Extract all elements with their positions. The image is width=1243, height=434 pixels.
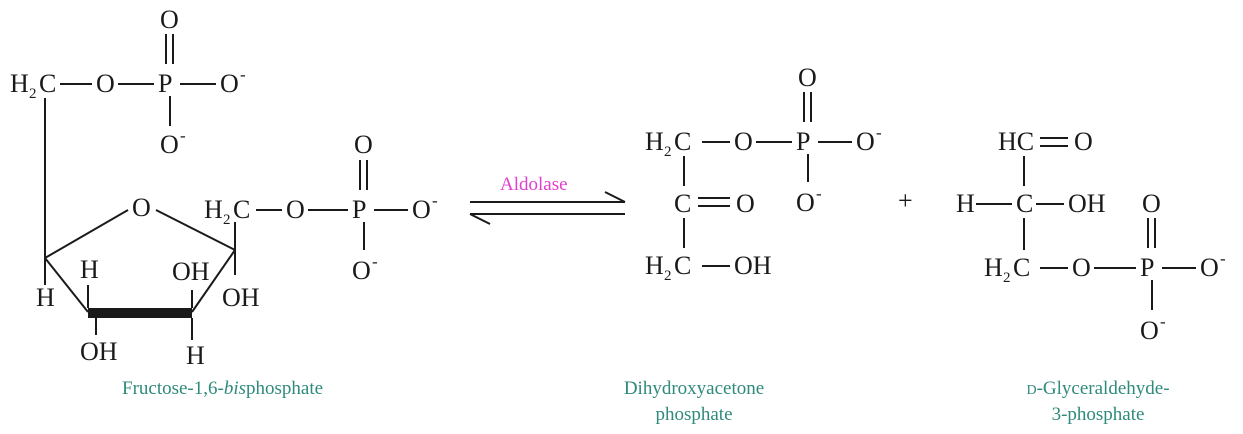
dhap-structure: H 2 C O P O O - O - C O H 2 C OH bbox=[645, 63, 882, 284]
hydroxyl-group: OH bbox=[172, 257, 210, 286]
ch2-c: C bbox=[674, 127, 691, 156]
hydrogen-atom: H bbox=[186, 341, 205, 370]
ch2-c: C bbox=[39, 69, 56, 98]
ch2-h: H bbox=[645, 127, 664, 156]
hydroxyl-group: OH bbox=[80, 337, 118, 366]
oxygen-atom: O bbox=[1140, 316, 1159, 345]
negative-charge: - bbox=[1220, 249, 1226, 268]
oxygen-atom: O bbox=[1200, 253, 1219, 282]
oxygen-atom: O bbox=[1072, 253, 1091, 282]
negative-charge: - bbox=[816, 184, 822, 203]
oxygen-atom: O bbox=[160, 130, 179, 159]
oxygen-atom: O bbox=[96, 69, 115, 98]
ch2-subscript: 2 bbox=[29, 86, 37, 102]
hydroxyl-group: OH bbox=[734, 251, 772, 280]
oxygen-atom: O bbox=[1142, 189, 1161, 218]
oxygen-atom: O bbox=[1074, 127, 1093, 156]
fructose-bisphosphate-structure: H 2 C O P O O - O - O H H OH OH bbox=[10, 5, 438, 370]
g3p-label-line2: 3-phosphate bbox=[1052, 404, 1145, 425]
ch2-h: H bbox=[984, 253, 1003, 282]
ring-oxygen-atom: O bbox=[132, 193, 151, 222]
ch2-subscript: 2 bbox=[664, 144, 672, 160]
oxygen-atom: O bbox=[734, 127, 753, 156]
oxygen-atom: O bbox=[856, 127, 875, 156]
enzyme-label: Aldolase bbox=[500, 174, 568, 195]
ring-bold-bond bbox=[88, 308, 192, 318]
hydrogen-atom: H bbox=[80, 255, 99, 284]
ring-bond bbox=[155, 209, 236, 251]
negative-charge: - bbox=[372, 252, 378, 271]
ring-bond bbox=[44, 257, 89, 313]
ring-bond bbox=[191, 249, 236, 313]
negative-charge: - bbox=[1160, 312, 1166, 331]
equilibrium-arrows: Aldolase bbox=[469, 174, 626, 225]
ch2-subscript: 2 bbox=[1003, 270, 1011, 286]
dhap-label-line2: phosphate bbox=[655, 404, 732, 425]
phosphorus-atom: P bbox=[796, 127, 810, 156]
hydrogen-atom: H bbox=[36, 283, 55, 312]
ring-bond bbox=[44, 209, 129, 259]
ch2-h: H bbox=[10, 69, 29, 98]
ch2-h: H bbox=[645, 251, 664, 280]
oxygen-atom: O bbox=[798, 63, 817, 92]
oxygen-atom: O bbox=[796, 188, 815, 217]
fructose-label: Fructose-1,6-bisphosphate bbox=[122, 378, 323, 399]
negative-charge: - bbox=[180, 126, 186, 145]
carbon-atom: C bbox=[1016, 189, 1033, 218]
oxygen-atom: O bbox=[160, 5, 179, 34]
phosphorus-atom: P bbox=[352, 195, 366, 224]
plus-sign: + bbox=[898, 186, 913, 215]
oxygen-atom: O bbox=[286, 195, 305, 224]
oxygen-atom: O bbox=[352, 256, 371, 285]
hydrogen-atom: H bbox=[956, 189, 975, 218]
g3p-structure: HC O H C OH H 2 C O P O O - O - bbox=[956, 127, 1226, 345]
negative-charge: - bbox=[876, 123, 882, 142]
ch2-h: H bbox=[204, 195, 223, 224]
hydroxyl-group: OH bbox=[222, 283, 260, 312]
ch2-c: C bbox=[233, 195, 250, 224]
ch2-subscript: 2 bbox=[664, 268, 672, 284]
hydroxyl-group: OH bbox=[1068, 189, 1106, 218]
forward-arrow-head bbox=[604, 191, 626, 203]
g3p-label-line1: D-Glyceraldehyde- bbox=[1026, 378, 1169, 399]
ch2-c: C bbox=[1013, 253, 1030, 282]
oxygen-atom: O bbox=[412, 195, 431, 224]
ch2-c: C bbox=[674, 251, 691, 280]
carbon-atom: C bbox=[674, 189, 691, 218]
reverse-arrow-head bbox=[469, 213, 491, 225]
phosphorus-atom: P bbox=[1140, 253, 1154, 282]
carbonyl-hc: HC bbox=[998, 127, 1034, 156]
negative-charge: - bbox=[240, 65, 246, 84]
dhap-label-line1: Dihydroxyacetone bbox=[624, 378, 764, 399]
negative-charge: - bbox=[432, 191, 438, 210]
phosphorus-atom: P bbox=[158, 69, 172, 98]
ch2-subscript: 2 bbox=[223, 212, 231, 228]
oxygen-atom: O bbox=[736, 189, 755, 218]
oxygen-atom: O bbox=[354, 130, 373, 159]
oxygen-atom: O bbox=[220, 69, 239, 98]
